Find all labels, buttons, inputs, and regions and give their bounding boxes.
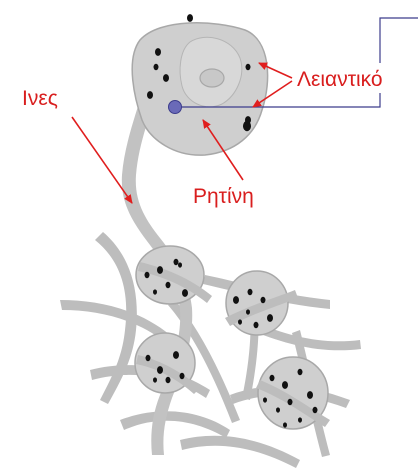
label-lubricant: Λειαντικό xyxy=(297,68,383,91)
particle xyxy=(282,381,288,389)
particle xyxy=(187,14,193,22)
particle xyxy=(233,296,239,304)
particle xyxy=(174,259,179,266)
particle xyxy=(153,377,157,382)
particle xyxy=(313,407,318,414)
particle xyxy=(254,322,259,329)
resin-cell-top xyxy=(132,23,267,155)
particle xyxy=(267,314,273,322)
particle xyxy=(163,74,169,82)
particle xyxy=(298,417,302,422)
particle xyxy=(173,351,179,359)
particle xyxy=(270,375,275,382)
fiber-network xyxy=(60,232,361,468)
particle xyxy=(245,116,251,124)
particle xyxy=(182,289,188,297)
particle xyxy=(238,319,242,324)
particle xyxy=(283,422,287,427)
particle xyxy=(155,48,161,56)
particle xyxy=(154,64,159,71)
particle xyxy=(298,369,303,376)
particle xyxy=(157,366,163,374)
particle xyxy=(157,266,163,274)
particle xyxy=(153,289,157,294)
particle xyxy=(288,399,293,406)
particle xyxy=(248,289,253,296)
particle xyxy=(180,373,185,380)
particle xyxy=(166,377,171,384)
particle xyxy=(276,407,280,412)
particle xyxy=(261,297,266,304)
fiber-strand xyxy=(120,411,230,438)
label-resin: Ρητίνη xyxy=(193,185,254,208)
particle xyxy=(307,391,313,399)
particle xyxy=(246,64,251,71)
arrow-fibers xyxy=(72,117,132,203)
particle xyxy=(263,397,267,402)
leader-dot xyxy=(169,101,182,114)
particle xyxy=(178,262,182,267)
particle xyxy=(166,282,171,289)
particle xyxy=(145,272,150,279)
particle xyxy=(246,309,250,314)
fiber-strand xyxy=(180,436,300,468)
particle xyxy=(146,355,151,362)
particle xyxy=(147,91,153,99)
label-fibers: Ινες xyxy=(22,87,58,110)
